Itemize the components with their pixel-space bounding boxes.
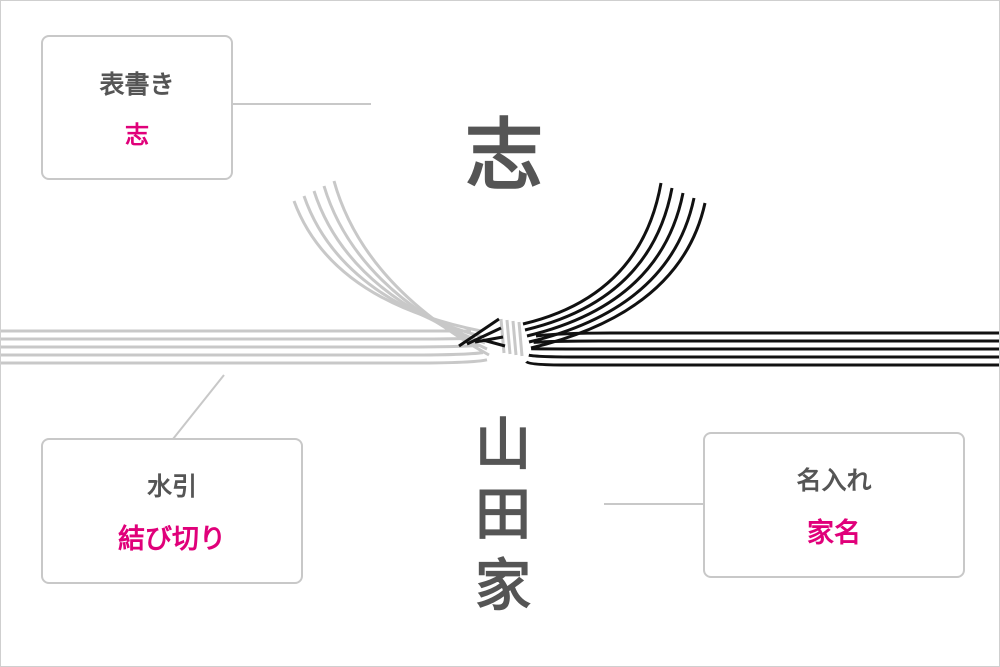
light-cord-arc <box>292 200 482 333</box>
knot-stroke-dark <box>458 317 500 348</box>
knot-stroke-dark <box>482 338 506 348</box>
knot-stroke-light <box>505 319 512 355</box>
light-cord-horizontal <box>1 358 488 365</box>
omotegaki-label-title: 表書き <box>99 70 175 99</box>
knot-stroke-dark <box>474 335 504 344</box>
knot-stroke-light <box>511 320 518 356</box>
mizuhiki-label-value: 結び切り <box>118 523 226 555</box>
name-char-1: 山 <box>475 412 531 478</box>
naire-label-box: 名入れ 家名 <box>703 432 965 578</box>
connector-mizuhiki <box>172 374 225 440</box>
light-cord-horizontal <box>1 336 476 341</box>
dark-cord-horizontal <box>528 353 999 359</box>
connector-lines <box>172 103 703 505</box>
naire-label-value: 家名 <box>807 517 861 549</box>
name-char-2: 田 <box>475 482 531 548</box>
light-cord-arc <box>312 190 486 345</box>
light-cord-horizontal <box>1 351 484 357</box>
dark-cord-arc <box>528 197 696 344</box>
omotegaki-text: 志 <box>464 110 543 201</box>
omotegaki-label-box: 表書き 志 <box>41 35 233 180</box>
dark-cord-arc <box>524 187 674 332</box>
mizuhiki-knot <box>458 317 524 357</box>
dark-cord-arc <box>526 192 685 338</box>
mizuhiki-cords-dark <box>522 182 999 367</box>
dark-cord-arc <box>522 182 663 326</box>
light-cord-horizontal <box>1 343 480 349</box>
omotegaki-label-value: 志 <box>125 121 149 149</box>
dark-cord-horizontal <box>533 339 999 344</box>
knot-stroke-dark <box>466 326 502 346</box>
dark-cord-arc <box>530 202 707 350</box>
naire-label-title: 名入れ <box>796 465 872 495</box>
light-cord-arc <box>302 195 484 339</box>
dark-cord-horizontal <box>535 331 999 338</box>
dark-cord-horizontal <box>525 360 999 367</box>
mizuhiki-label-box: 水引 結び切り <box>41 438 303 584</box>
name-char-3: 家 <box>475 553 531 619</box>
mizuhiki-label-title: 水引 <box>146 471 197 501</box>
mizuhiki-cords-light <box>1 180 490 365</box>
light-cord-arc <box>332 180 490 357</box>
knot-stroke-light <box>517 321 524 357</box>
